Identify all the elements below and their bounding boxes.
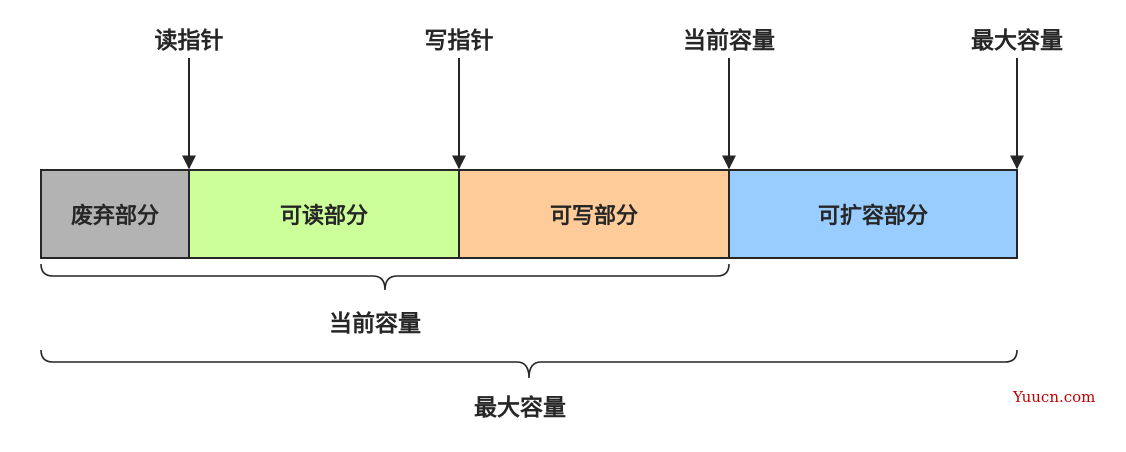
expandable-segment: 可扩容部分	[729, 170, 1017, 258]
write-pointer-label: 写指针	[424, 28, 494, 54]
discarded-segment: 废弃部分	[41, 170, 189, 258]
max-capacity-pointer-label: 最大容量	[971, 28, 1063, 54]
current-capacity-brace-label: 当前容量	[329, 311, 421, 337]
writable-segment-label: 可写部分	[549, 204, 638, 229]
current-capacity-brace	[40, 263, 730, 291]
discarded-segment-label: 废弃部分	[70, 204, 159, 229]
readable-segment: 可读部分	[189, 170, 459, 258]
watermark-text: Yuucn.com	[1013, 388, 1096, 406]
buffer-outline	[40, 169, 1018, 259]
expandable-segment-label: 可扩容部分	[817, 204, 928, 229]
current-capacity-pointer-label: 当前容量	[683, 28, 775, 54]
writable-segment: 可写部分	[459, 170, 729, 258]
max-capacity-brace	[40, 349, 1018, 379]
max-capacity-brace-label: 最大容量	[474, 395, 566, 421]
read-pointer-label: 读指针	[154, 28, 224, 54]
readable-segment-label: 可读部分	[279, 204, 368, 229]
